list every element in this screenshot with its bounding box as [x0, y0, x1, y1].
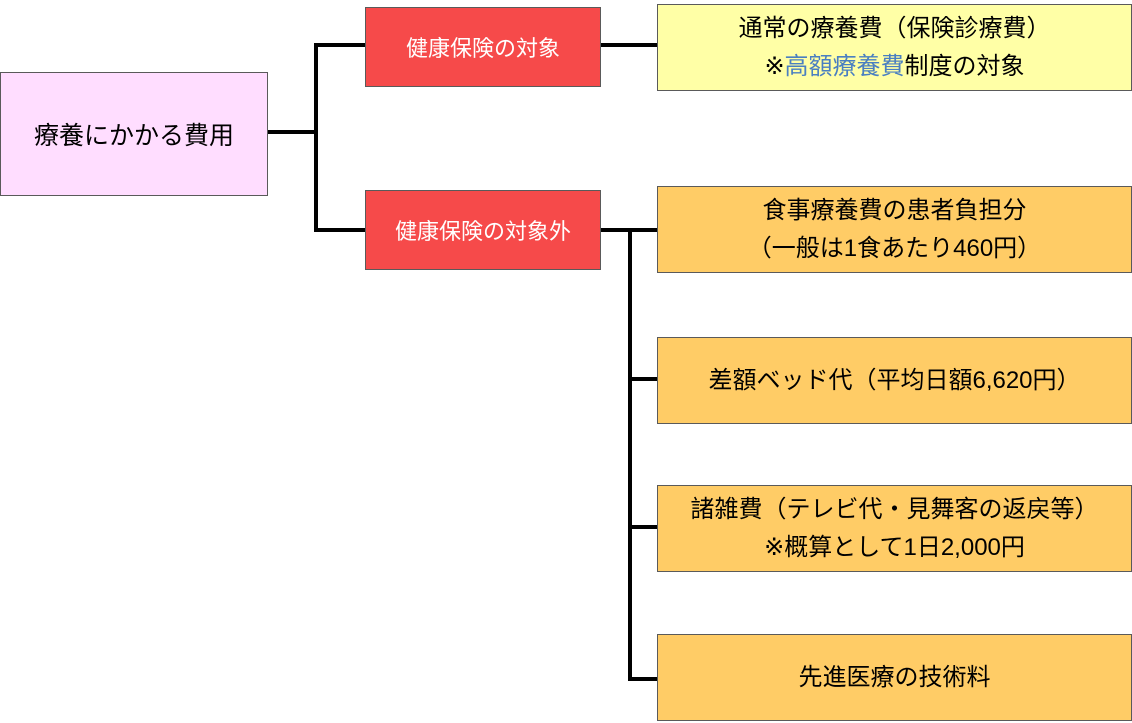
highlight-term: 高額療養費	[784, 52, 905, 80]
branch-covered-label: 健康保険の対象	[405, 36, 560, 61]
uncovered-item-meal-cost: 食事療養費の患者負担分 （一般は1食あたり460円）	[657, 186, 1132, 273]
uncovered-item-misc-cost: 諸雑費（テレビ代・見舞客の返戻等） ※概算として1日2,000円	[657, 485, 1132, 572]
item-line1: 食事療養費の患者負担分	[762, 196, 1027, 224]
item-line1: 差額ベッド代（平均日額6,620円）	[708, 366, 1081, 394]
item-line1: 諸雑費（テレビ代・見舞客の返戻等）	[690, 495, 1099, 523]
branch-uncovered: 健康保険の対象外	[365, 190, 601, 270]
note-mark: ※	[764, 52, 785, 80]
branch-uncovered-label: 健康保険の対象外	[394, 219, 571, 244]
note-suffix: 制度の対象	[904, 52, 1025, 80]
item-line1: 先進医療の技術料	[798, 663, 991, 691]
root-label: 療養にかかる費用	[33, 122, 234, 150]
item-line2: ※概算として1日2,000円	[764, 533, 1025, 561]
item-line1: 通常の療養費（保険診療費）	[738, 14, 1051, 42]
branch-covered: 健康保険の対象	[365, 7, 601, 87]
item-line2: ※高額療養費制度の対象	[764, 48, 1024, 86]
root-node: 療養にかかる費用	[0, 72, 268, 196]
uncovered-item-advanced-medical-fee: 先進医療の技術料	[657, 634, 1132, 721]
item-line2: （一般は1食あたり460円）	[747, 234, 1042, 262]
covered-item-regular-medical-cost: 通常の療養費（保険診療費） ※高額療養費制度の対象	[657, 4, 1132, 91]
uncovered-item-bed-charge: 差額ベッド代（平均日額6,620円）	[657, 337, 1132, 424]
